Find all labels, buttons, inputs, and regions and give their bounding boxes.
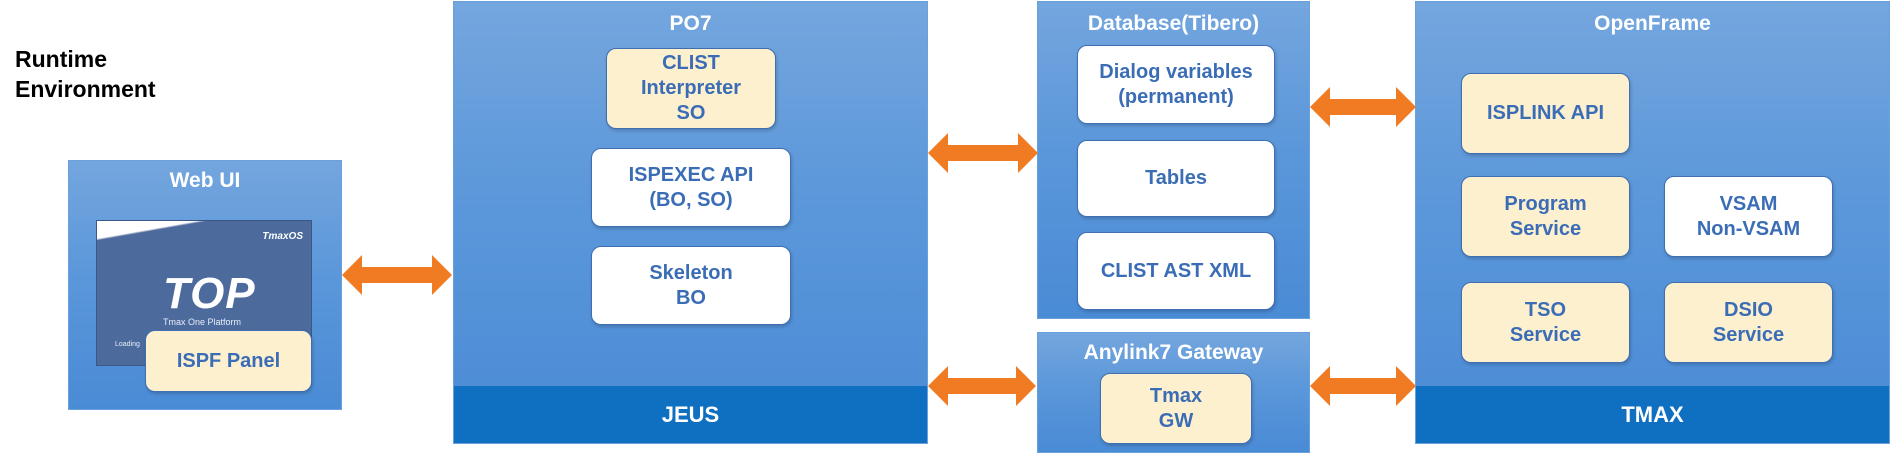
clist-interpreter-box: CLIST Interpreter SO [606,48,776,129]
vsam-box: VSAM Non-VSAM [1664,176,1833,257]
skeleton-bo-box: Skeleton BO [591,246,791,325]
database-openframe-arrow [1310,87,1416,127]
webui-po7-arrow [342,255,452,295]
dsio-service-box: DSIO Service [1664,282,1833,363]
database-title: Database(Tibero) [1087,12,1260,35]
clist-ast-xml-box: CLIST AST XML [1077,232,1275,310]
tmax-gw-box: Tmax GW [1100,373,1252,444]
tso-service-box: TSO Service [1461,282,1630,363]
runtime-environment-title: Runtime Environment [15,46,156,102]
top-logo: TOP [163,269,256,318]
web-ui-title: Web UI [169,169,241,192]
program-service-box: Program Service [1461,176,1630,257]
isplink-api-box: ISPLINK API [1461,73,1630,154]
screenshot-sheen [97,221,311,281]
gateway-tmax-arrow [1310,366,1416,406]
tmax-band: TMAX [1416,386,1889,443]
dialog-variables-box: Dialog variables (permanent) [1077,45,1275,124]
ispf-panel-box: ISPF Panel [145,330,312,392]
po7-database-arrow [928,133,1038,173]
jeus-band: JEUS [454,386,927,443]
ispexec-api-box: ISPEXEC API (BO, SO) [591,148,791,227]
openframe-title: OpenFrame [1594,12,1711,35]
loading-text: Loading [115,341,140,348]
po7-title: PO7 [669,12,712,35]
tmaxos-label: TmaxOS [262,231,303,242]
tables-box: Tables [1077,140,1275,217]
jeus-gateway-arrow [928,366,1036,406]
top-logo-subtitle: Tmax One Platform [163,317,242,327]
gateway-title: Anylink7 Gateway [1083,341,1264,364]
